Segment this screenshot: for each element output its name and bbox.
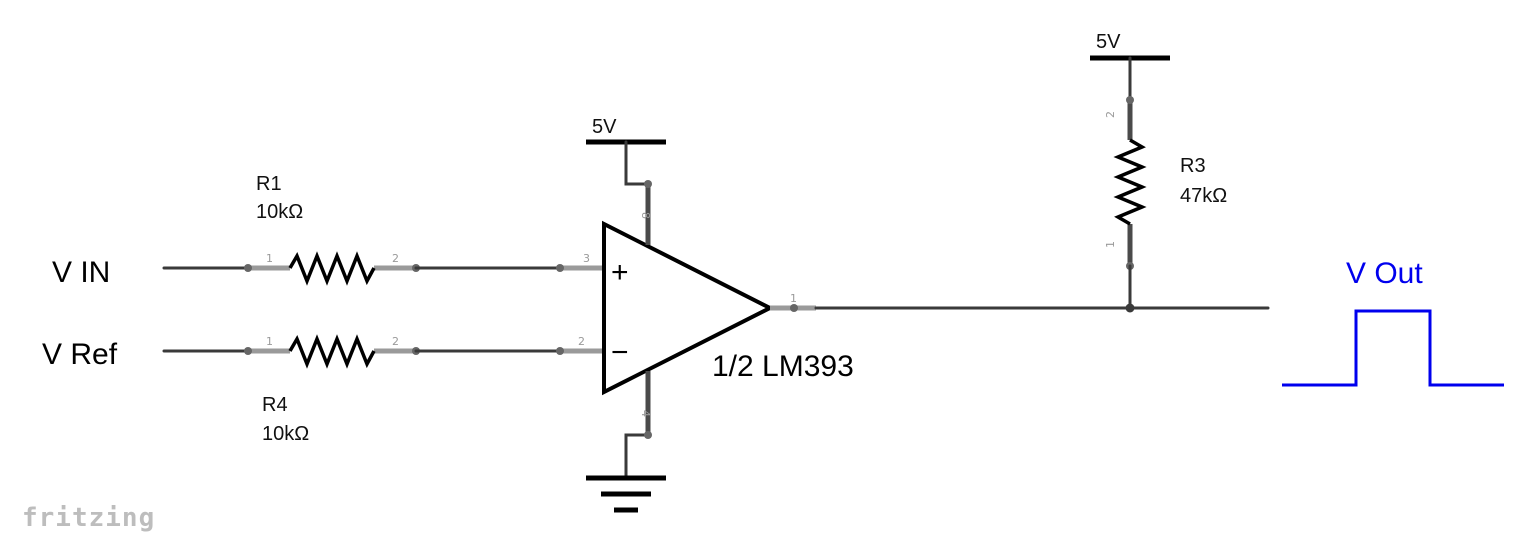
comparator-vcc-label: 5V <box>592 116 617 138</box>
r3-wire <box>1126 56 1134 310</box>
comparator-vcc-wire <box>624 140 652 245</box>
r4-name: R4 <box>262 394 288 416</box>
output-wire <box>770 304 1270 312</box>
fritzing-logo: fritzing <box>22 503 155 533</box>
r3-value: 47kΩ <box>1180 185 1227 207</box>
vout-pulse-waveform <box>1282 309 1504 387</box>
minus-sign: − <box>611 336 629 369</box>
r4-pin1: 1 <box>266 335 273 348</box>
r3-pin2: 2 <box>1104 111 1117 118</box>
r1-pin1: 1 <box>266 252 273 265</box>
vref-label: V Ref <box>42 338 118 371</box>
resistor-r4 <box>288 334 376 369</box>
comparator-gnd-wire <box>624 371 652 480</box>
r3-pin1: 1 <box>1104 241 1117 248</box>
resistor-r3 <box>1113 138 1147 226</box>
comparator-triangle <box>602 220 775 396</box>
r4-value: 10kΩ <box>262 423 309 445</box>
pin-out: 1 <box>790 292 797 305</box>
r1-name: R1 <box>256 173 282 195</box>
r1-pin2: 2 <box>392 252 399 265</box>
resistor-r1 <box>288 251 376 286</box>
r3-name: R3 <box>1180 155 1206 177</box>
r4-pin2: 2 <box>392 335 399 348</box>
r1-value: 10kΩ <box>256 201 303 223</box>
ground-symbol <box>586 475 666 513</box>
vin-label: V IN <box>52 256 110 289</box>
pin-vcc: 8 <box>639 212 652 219</box>
plus-sign: + <box>611 256 629 289</box>
vin-wire <box>162 264 604 272</box>
pin-in-plus: 3 <box>583 252 590 265</box>
comparator-label: 1/2 LM393 <box>712 350 854 383</box>
pin-gnd: 4 <box>639 410 652 417</box>
vout-label: V Out <box>1346 257 1423 290</box>
pullup-vcc-label: 5V <box>1096 31 1121 53</box>
pin-in-minus: 2 <box>578 335 585 348</box>
vref-wire <box>162 347 604 355</box>
